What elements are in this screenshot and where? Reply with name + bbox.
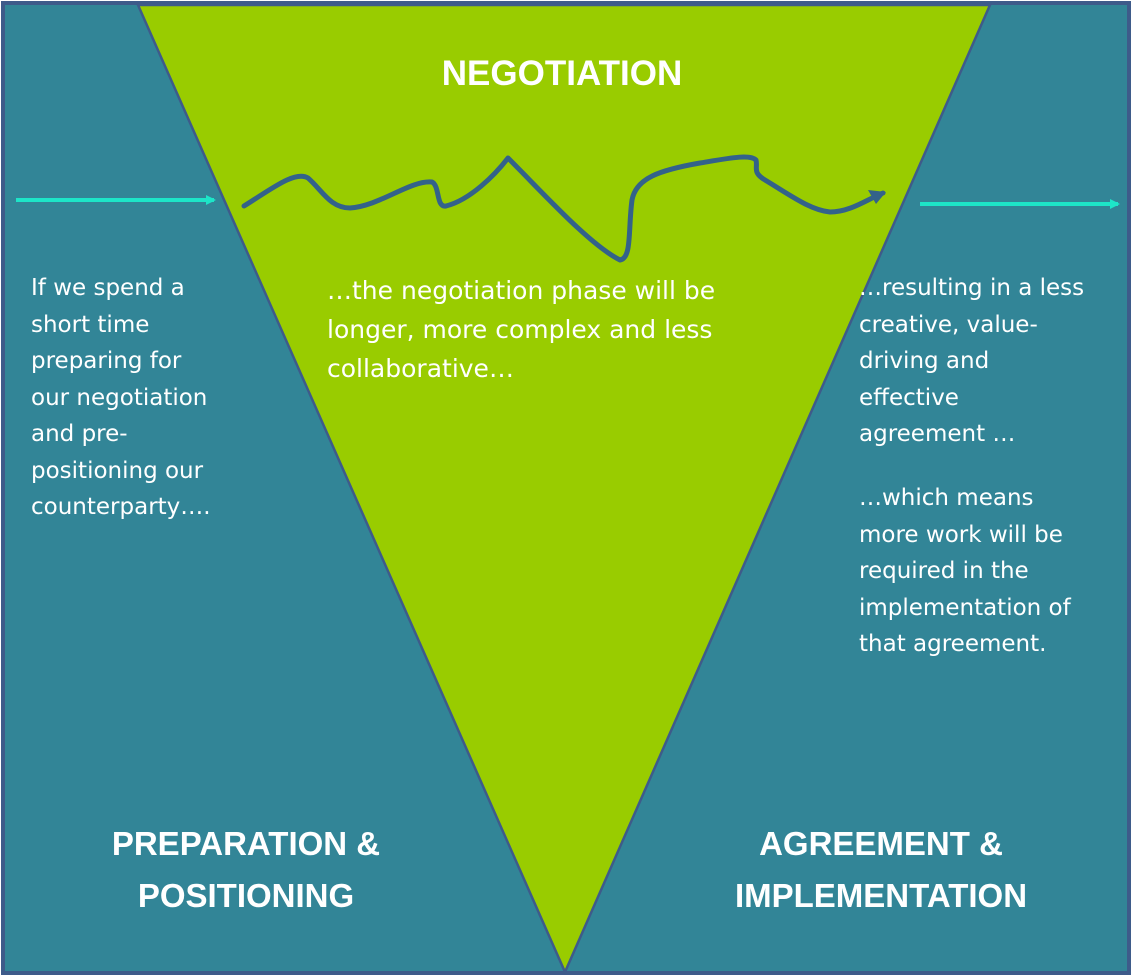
- middle-text-line: longer, more complex and less: [327, 315, 713, 344]
- heading-line: PREPARATION &: [111, 825, 381, 862]
- middle-text-line: collaborative…: [327, 354, 514, 383]
- left-text-line: short time: [31, 311, 150, 338]
- left-text-line: and pre-: [31, 421, 128, 447]
- negotiation-funnel: [136, 3, 992, 976]
- left-text-line: If we spend a: [31, 275, 185, 301]
- right-text-line: …which means: [859, 485, 1034, 511]
- right-text-line: agreement …: [859, 421, 1016, 447]
- right-description-result: …resulting in a less creative, value- dr…: [859, 270, 1084, 453]
- heading-line: IMPLEMENTATION: [734, 877, 1028, 914]
- negotiation-path-squiggle: [241, 154, 886, 263]
- left-text-line: preparing for: [31, 348, 182, 374]
- left-text-line: counterparty….: [31, 494, 211, 520]
- right-text-line: effective: [859, 384, 959, 411]
- right-text-line: creative, value-: [859, 311, 1038, 338]
- heading-line: POSITIONING: [137, 877, 355, 914]
- middle-description: …the negotiation phase will be longer, m…: [327, 271, 715, 388]
- right-text-line: more work will be: [859, 521, 1063, 548]
- preparation-heading: PREPARATION & POSITIONING: [96, 818, 396, 922]
- negotiation-heading: NEGOTIATION: [441, 54, 683, 93]
- right-text-line: …resulting in a less: [859, 275, 1085, 301]
- left-text-line: our negotiation: [31, 384, 208, 411]
- right-text-line: driving and: [859, 348, 990, 374]
- left-description: If we spend a short time preparing for o…: [31, 270, 211, 526]
- middle-text-line: …the negotiation phase will be: [327, 276, 716, 305]
- squiggle-arrowhead: [868, 190, 886, 204]
- left-text-line: positioning our: [31, 457, 204, 484]
- heading-line: AGREEMENT &: [759, 825, 1003, 862]
- right-text-line: implementation of: [859, 594, 1071, 621]
- right-text-line: that agreement.: [859, 631, 1047, 657]
- right-text-line: required in the: [859, 558, 1029, 584]
- right-description-consequence: …which means more work will be required …: [859, 480, 1071, 663]
- agreement-heading: AGREEMENT & IMPLEMENTATION: [716, 818, 1046, 922]
